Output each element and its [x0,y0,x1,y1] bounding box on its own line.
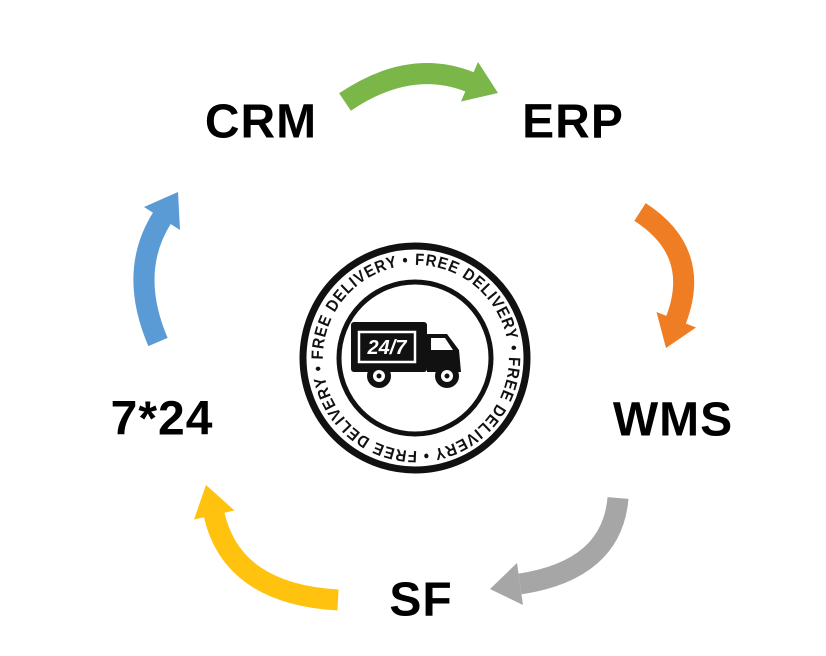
arrow-wms-to-sf [490,496,629,605]
node-label-crm: CRM [204,95,318,149]
arrow-crm-to-erp [339,62,498,111]
arrow-support-to-crm-head-icon [144,192,180,230]
truck-rear-wheel-hub [376,373,382,379]
arrow-wms-to-sf-shaft [518,496,629,595]
arrow-erp-to-wms-head-icon [656,312,696,348]
arrow-support-to-crm-shaft [133,212,172,347]
node-label-7x24: 7*24 [110,392,214,446]
truck-cab-window [431,338,453,350]
node-label-wms: WMS [612,393,734,447]
arrow-erp-to-wms [634,203,696,348]
arrow-crm-to-erp-shaft [339,63,474,111]
truck-front-wheel-hub [444,373,450,379]
truck-box-frame [357,330,417,364]
truck-247-label: 24/7 [367,337,408,359]
arrow-sf-to-support-head-icon [194,485,235,520]
arrow-wms-to-sf-head-icon [490,563,523,605]
arrow-sf-to-support [194,485,339,611]
arrow-sf-to-support-shaft [203,511,339,611]
delivery-truck-icon: 24/7 [351,322,461,388]
arrow-support-to-crm [133,192,180,347]
node-label-sf: SF [389,573,453,627]
arrow-erp-to-wms-shaft [634,203,695,324]
node-label-erp: ERP [522,95,624,149]
free-delivery-badge: FREE DELIVERY • FREE DELIVERY • FREE DEL… [299,242,531,474]
arrow-crm-to-erp-head-icon [461,62,498,102]
